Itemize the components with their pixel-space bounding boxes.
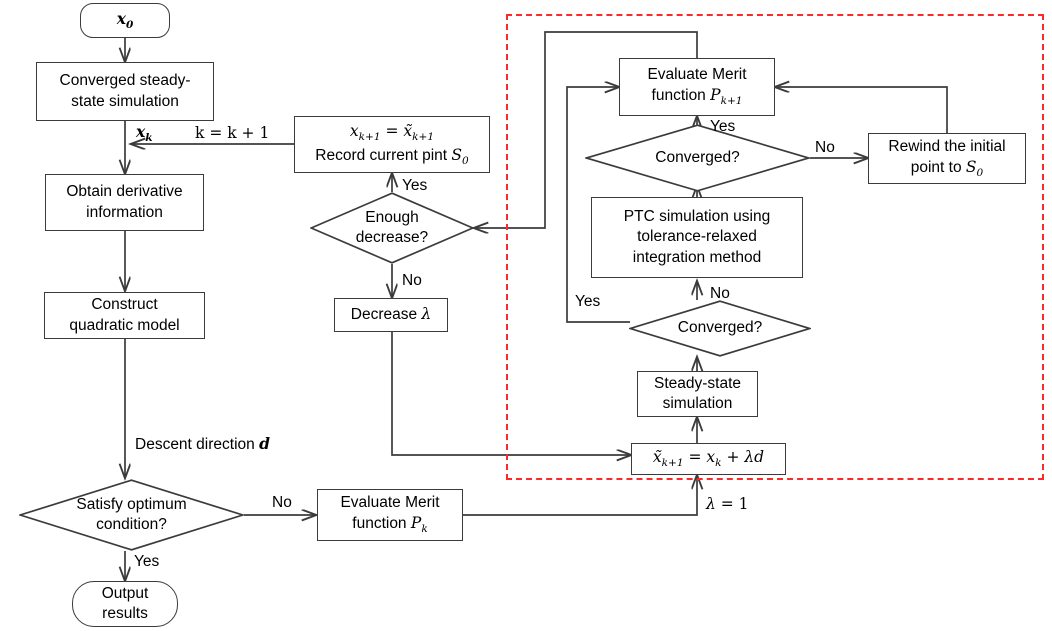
- node-evaluate-merit-function-pk1[interactable]: Evaluate Merit function Pk+1: [619, 58, 775, 116]
- node-output-label: Output results: [101, 584, 149, 622]
- node-start[interactable]: x0: [80, 3, 170, 38]
- edge-label-converged-bottom-no: No: [710, 285, 730, 302]
- edge-label-optimum-no: No: [272, 494, 292, 511]
- node-steady-state-simulation[interactable]: Steady-state simulation: [637, 371, 758, 417]
- node-rewind-label: Rewind the initial point to S0: [888, 137, 1006, 179]
- diamond-shape-enough-decrease: [309, 192, 475, 264]
- edge-label-enough-decrease-no: No: [402, 272, 422, 289]
- diamond-shape-optimum: [17, 479, 246, 551]
- node-ptc-label: PTC simulation using tolerance-relaxed i…: [623, 208, 771, 266]
- node-update-x-label: xk+1 = x̃k+1 Record current pint S0: [315, 121, 469, 167]
- node-rewind-initial-point[interactable]: Rewind the initial point to S0: [868, 133, 1026, 184]
- edge-label-converged-top-yes: Yes: [710, 118, 736, 135]
- node-trial-step-label: x̃k+1 = xk + λd: [652, 448, 765, 470]
- node-converged-ss-label: Converged steady- state simulation: [59, 72, 191, 110]
- edge-label-k-increment: k = k + 1: [195, 124, 270, 142]
- node-ptc-simulation[interactable]: PTC simulation using tolerance-relaxed i…: [591, 197, 803, 278]
- node-merit-pk1-label: Evaluate Merit function Pk+1: [647, 66, 747, 108]
- node-steady-state-label: Steady-state simulation: [653, 374, 742, 412]
- node-decrease-lambda[interactable]: Decrease λ: [334, 298, 448, 332]
- node-derivative-label: Obtain derivative information: [66, 183, 183, 221]
- edge-label-optimum-yes: Yes: [134, 553, 160, 570]
- edge-label-descent-direction: Descent direction d: [135, 434, 270, 453]
- node-trial-step[interactable]: x̃k+1 = xk + λd: [631, 443, 786, 475]
- node-start-label: x0: [116, 8, 134, 31]
- edge-label-lambda-one: λ = 1: [706, 495, 749, 513]
- node-construct-quadratic-model[interactable]: Construct quadratic model: [44, 292, 205, 339]
- merit-pk1-var: Pk+1: [710, 86, 743, 108]
- edge-rewind-to-merit-pk1: [775, 87, 948, 133]
- node-converged-bottom[interactable]: Converged?: [627, 300, 813, 357]
- diamond-shape-converged-top: [583, 124, 812, 192]
- merit-pk-var: Pk: [410, 514, 428, 536]
- edge-group-main: [125, 31, 948, 581]
- edge-label-converged-top-no: No: [815, 139, 835, 156]
- edge-merit-pk-to-trial-step: [463, 475, 697, 516]
- edge-converged-bottom-yes-to-merit-pk1: [566, 87, 630, 323]
- node-enough-decrease[interactable]: Enough decrease?: [309, 192, 475, 264]
- edge-merit-pk1-to-enough-decrease: [474, 31, 698, 228]
- node-converged-steady-state-simulation[interactable]: Converged steady- state simulation: [36, 62, 214, 121]
- diamond-shape-converged-bottom: [627, 300, 813, 357]
- node-update-x-record-point[interactable]: xk+1 = x̃k+1 Record current pint S0: [294, 116, 490, 173]
- edge-label-xk: xk: [136, 122, 153, 145]
- node-evaluate-merit-function-pk[interactable]: Evaluate Merit function Pk: [317, 489, 463, 541]
- node-output-results[interactable]: Output results: [72, 581, 178, 627]
- node-satisfy-optimum-condition[interactable]: Satisfy optimum condition?: [17, 479, 246, 551]
- edge-decrease-lambda-to-trial-step: [391, 332, 631, 455]
- node-converged-top[interactable]: Converged?: [583, 124, 812, 192]
- edge-label-converged-bottom-yes: Yes: [575, 293, 601, 310]
- edge-label-enough-decrease-yes: Yes: [402, 177, 428, 194]
- node-decrease-lambda-label: Decrease λ: [350, 305, 432, 324]
- node-obtain-derivative-information[interactable]: Obtain derivative information: [45, 174, 204, 231]
- node-merit-pk-label: Evaluate Merit function Pk: [340, 494, 440, 536]
- node-quadratic-label: Construct quadratic model: [69, 296, 180, 334]
